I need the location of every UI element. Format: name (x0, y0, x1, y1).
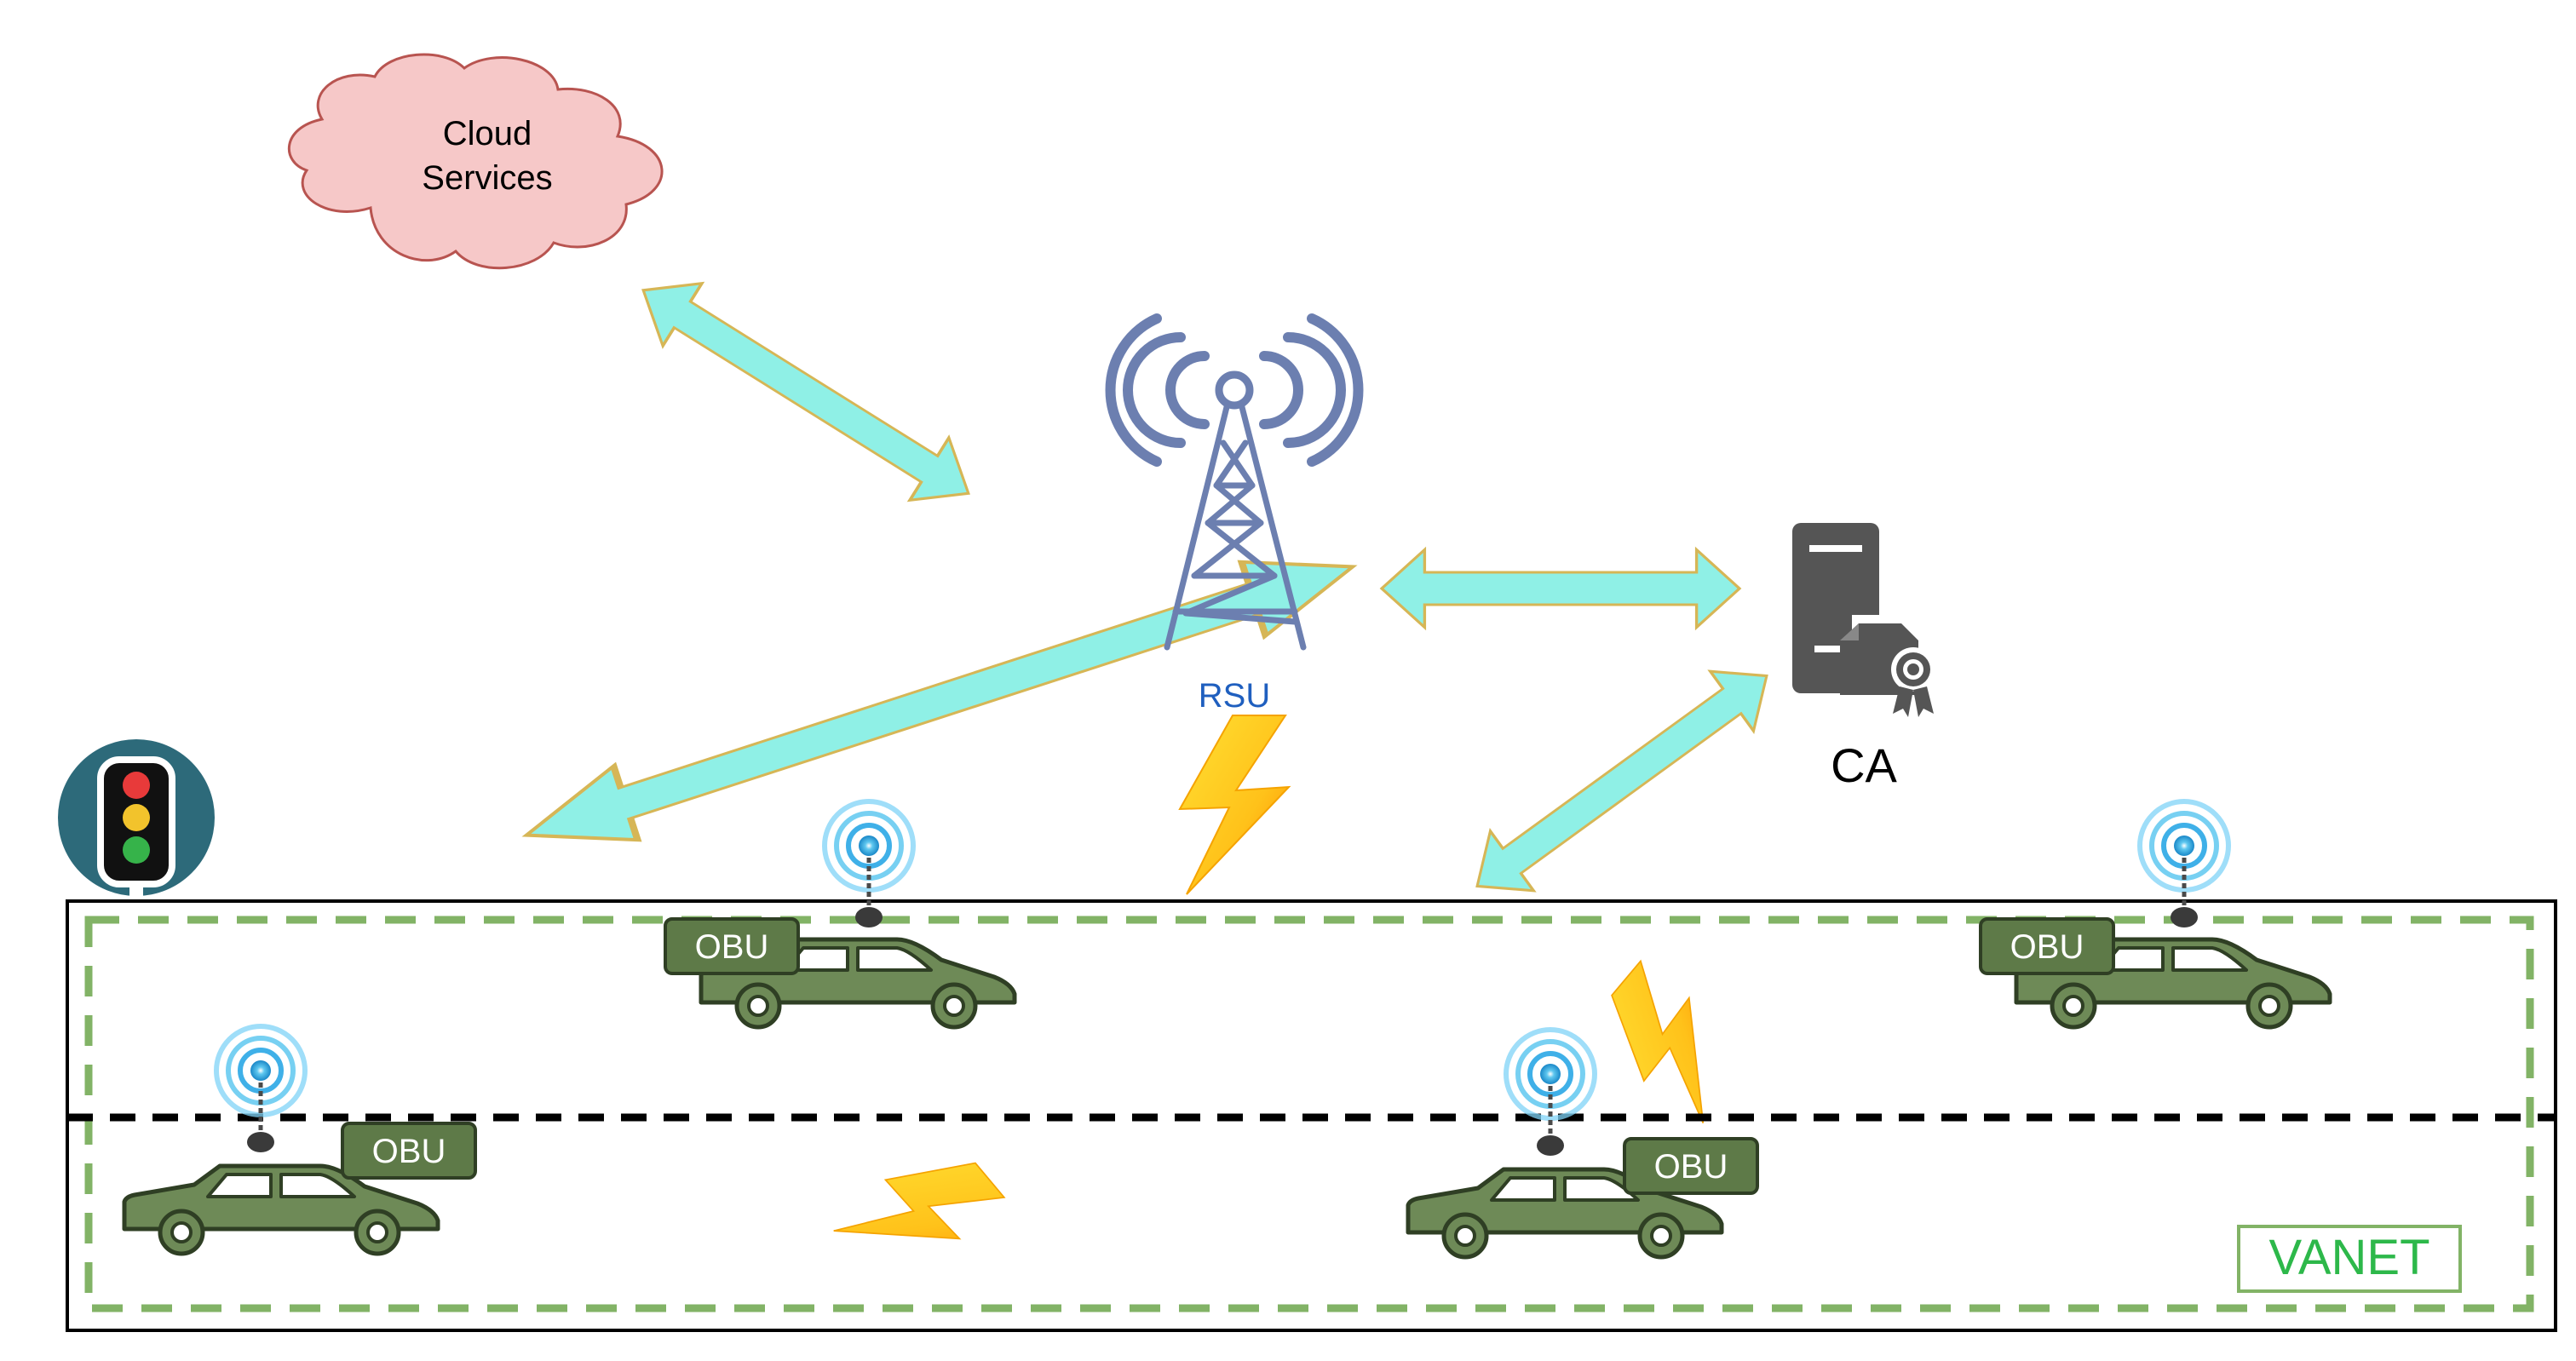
vehicle-3: OBU (124, 1026, 477, 1254)
communication-links (515, 257, 1790, 917)
rsu: RSU (1105, 313, 1364, 715)
rsu-label: RSU (1199, 677, 1270, 715)
obu-badge (341, 1122, 477, 1180)
lightning-icon (1582, 957, 1760, 1128)
obu-label: OBU (1654, 1148, 1728, 1186)
vehicle-1: OBU (664, 801, 1015, 1027)
ca-vanet-arrow (1454, 645, 1790, 917)
vanet-label: VANET (2268, 1230, 2429, 1285)
obu-badge (664, 917, 800, 975)
lightning-rsu (1179, 715, 1290, 895)
certificate-authority: CA (1792, 523, 1935, 792)
vehicle-4: OBU (1408, 1030, 1759, 1257)
lightning-vanet-left (829, 1128, 1007, 1299)
antenna-tower-icon (1105, 313, 1364, 651)
obu-label: OBU (372, 1133, 446, 1170)
wireless-antenna-icon (1506, 1030, 1595, 1156)
lightning-icon (829, 1128, 1007, 1299)
lightning-vanet-right (1582, 957, 1760, 1128)
cloud-icon (287, 53, 664, 270)
vanet-area: VANET (66, 899, 2557, 1332)
obu-label: OBU (695, 928, 769, 966)
wireless-antenna-icon (825, 801, 913, 927)
vehicle-2: OBU (1979, 801, 2330, 1027)
vanet-label-box (2237, 1225, 2462, 1293)
cloud-label-line2: Services (422, 159, 552, 197)
traffic-light-icon (58, 739, 215, 916)
rsu-ca-arrow (1380, 548, 1741, 629)
ca-label: CA (1831, 738, 1897, 792)
cloud-label-line1: Cloud (443, 115, 532, 152)
obu-badge (1979, 917, 2115, 975)
traffic-light (58, 739, 215, 916)
server-certificate-icon (1792, 523, 1935, 717)
obu-label: OBU (2010, 928, 2084, 966)
cloud-rsu-arrow (622, 257, 990, 526)
obu-badge (1623, 1137, 1759, 1195)
cloud-services: Cloud Services (287, 53, 664, 270)
wireless-antenna-icon (216, 1026, 305, 1152)
lightning-icon (1179, 715, 1290, 895)
wireless-antenna-icon (2140, 801, 2228, 927)
